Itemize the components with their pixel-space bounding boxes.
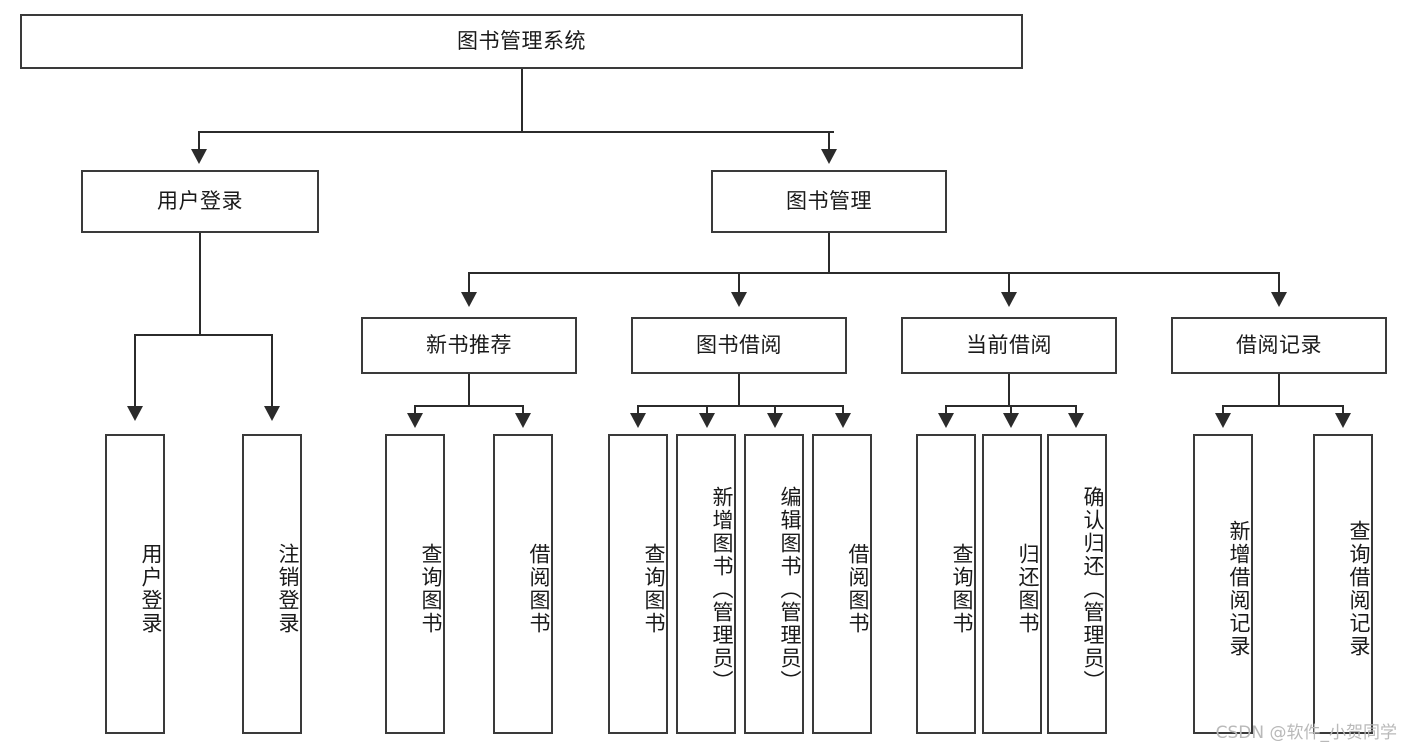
connector-book-borrow-stem	[738, 374, 740, 406]
arrowhead-user-login	[191, 149, 207, 164]
node-leaf-add-book[interactable]: 新增图书（管理员）	[676, 434, 736, 734]
arrowhead-leaf-query-record	[1335, 413, 1351, 428]
node-new-book-recommend-label: 新书推荐	[426, 333, 512, 358]
connector-root-bus	[198, 131, 834, 133]
node-leaf-borrow-book-2-label: 借阅图书	[846, 543, 870, 635]
node-borrow-record-label: 借阅记录	[1236, 333, 1322, 358]
node-leaf-query-record-label: 查询借阅记录	[1347, 520, 1371, 658]
arrowhead-leaf-add-book	[699, 413, 715, 428]
arrowhead-leaf-confirm-return	[1068, 413, 1084, 428]
arrowhead-leaf-return-book	[1003, 413, 1019, 428]
connector-new-book-stem	[468, 374, 470, 406]
node-leaf-user-logout-label: 注销登录	[276, 543, 300, 635]
connector-bb-drop-2	[706, 405, 708, 415]
connector-root-stem	[521, 69, 523, 131]
arrowhead-leaf-query-book-1	[407, 413, 423, 428]
node-current-borrow[interactable]: 当前借阅	[901, 317, 1117, 374]
arrowhead-current-borrow	[1001, 292, 1017, 307]
arrowhead-leaf-query-book-3	[938, 413, 954, 428]
connector-root-to-book-management	[828, 131, 830, 151]
connector-book-borrow-bus	[637, 405, 843, 407]
connector-cb-drop-2	[1010, 405, 1012, 415]
connector-bm-drop-current-borrow	[1008, 272, 1010, 294]
watermark-text: CSDN @软件_小贺同学	[1215, 723, 1397, 743]
node-leaf-query-book-1[interactable]: 查询图书	[385, 434, 445, 734]
node-leaf-return-book-label: 归还图书	[1016, 543, 1040, 635]
node-leaf-user-login-label: 用户登录	[139, 543, 163, 635]
node-leaf-add-book-label: 新增图书（管理员）	[710, 485, 734, 693]
connector-user-login-drop-2	[271, 334, 273, 408]
node-leaf-query-book-2-label: 查询图书	[642, 543, 666, 635]
node-leaf-return-book[interactable]: 归还图书	[982, 434, 1042, 734]
arrowhead-leaf-user-logout	[264, 406, 280, 421]
connector-user-login-stem	[199, 233, 201, 335]
node-leaf-confirm-return[interactable]: 确认归还（管理员）	[1047, 434, 1107, 734]
node-leaf-edit-book[interactable]: 编辑图书（管理员）	[744, 434, 804, 734]
node-user-login-label: 用户登录	[157, 189, 243, 214]
node-current-borrow-label: 当前借阅	[966, 333, 1052, 358]
node-user-login[interactable]: 用户登录	[81, 170, 319, 233]
connector-cb-drop-1	[945, 405, 947, 415]
node-leaf-borrow-book-1-label: 借阅图书	[527, 543, 551, 635]
node-leaf-edit-book-label: 编辑图书（管理员）	[778, 485, 802, 693]
connector-new-book-drop-2	[522, 405, 524, 415]
connector-book-management-bus	[468, 272, 1280, 274]
node-leaf-borrow-book-2[interactable]: 借阅图书	[812, 434, 872, 734]
connector-borrow-record-stem	[1278, 374, 1280, 406]
arrowhead-leaf-query-book-2	[630, 413, 646, 428]
arrowhead-leaf-add-record	[1215, 413, 1231, 428]
connector-new-book-drop-1	[414, 405, 416, 415]
node-leaf-user-logout[interactable]: 注销登录	[242, 434, 302, 734]
connector-current-borrow-stem	[1008, 374, 1010, 406]
arrowhead-new-book-recommend	[461, 292, 477, 307]
node-book-borrow[interactable]: 图书借阅	[631, 317, 847, 374]
connector-bm-drop-borrow-record	[1278, 272, 1280, 294]
node-leaf-add-record[interactable]: 新增借阅记录	[1193, 434, 1253, 734]
arrowhead-borrow-record	[1271, 292, 1287, 307]
arrowhead-leaf-borrow-book-2	[835, 413, 851, 428]
connector-book-management-stem	[828, 233, 830, 273]
node-leaf-user-login[interactable]: 用户登录	[105, 434, 165, 734]
node-root-label: 图书管理系统	[457, 29, 586, 54]
connector-bb-drop-1	[637, 405, 639, 415]
connector-br-drop-2	[1342, 405, 1344, 415]
node-leaf-add-record-label: 新增借阅记录	[1227, 520, 1251, 658]
arrowhead-leaf-borrow-book-1	[515, 413, 531, 428]
arrowhead-leaf-user-login	[127, 406, 143, 421]
connector-cb-drop-3	[1075, 405, 1077, 415]
connector-bb-drop-4	[842, 405, 844, 415]
connector-bm-drop-book-borrow	[738, 272, 740, 294]
connector-user-login-bus	[134, 334, 272, 336]
connector-bb-drop-3	[774, 405, 776, 415]
connector-user-login-drop-1	[134, 334, 136, 408]
node-leaf-query-book-1-label: 查询图书	[419, 543, 443, 635]
connector-new-book-bus	[414, 405, 524, 407]
connector-borrow-record-bus	[1222, 405, 1344, 407]
node-borrow-record[interactable]: 借阅记录	[1171, 317, 1387, 374]
arrowhead-book-borrow	[731, 292, 747, 307]
node-book-management[interactable]: 图书管理	[711, 170, 947, 233]
node-leaf-query-book-3-label: 查询图书	[950, 543, 974, 635]
arrowhead-leaf-edit-book	[767, 413, 783, 428]
node-leaf-query-record[interactable]: 查询借阅记录	[1313, 434, 1373, 734]
node-book-borrow-label: 图书借阅	[696, 333, 782, 358]
node-leaf-borrow-book-1[interactable]: 借阅图书	[493, 434, 553, 734]
node-book-management-label: 图书管理	[786, 189, 872, 214]
node-leaf-confirm-return-label: 确认归还（管理员）	[1081, 485, 1105, 693]
node-leaf-query-book-2[interactable]: 查询图书	[608, 434, 668, 734]
node-new-book-recommend[interactable]: 新书推荐	[361, 317, 577, 374]
connector-br-drop-1	[1222, 405, 1224, 415]
connector-bm-drop-new-book	[468, 272, 470, 294]
node-leaf-query-book-3[interactable]: 查询图书	[916, 434, 976, 734]
connector-root-to-user-login	[198, 131, 200, 151]
node-root[interactable]: 图书管理系统	[20, 14, 1023, 69]
arrowhead-book-management	[821, 149, 837, 164]
